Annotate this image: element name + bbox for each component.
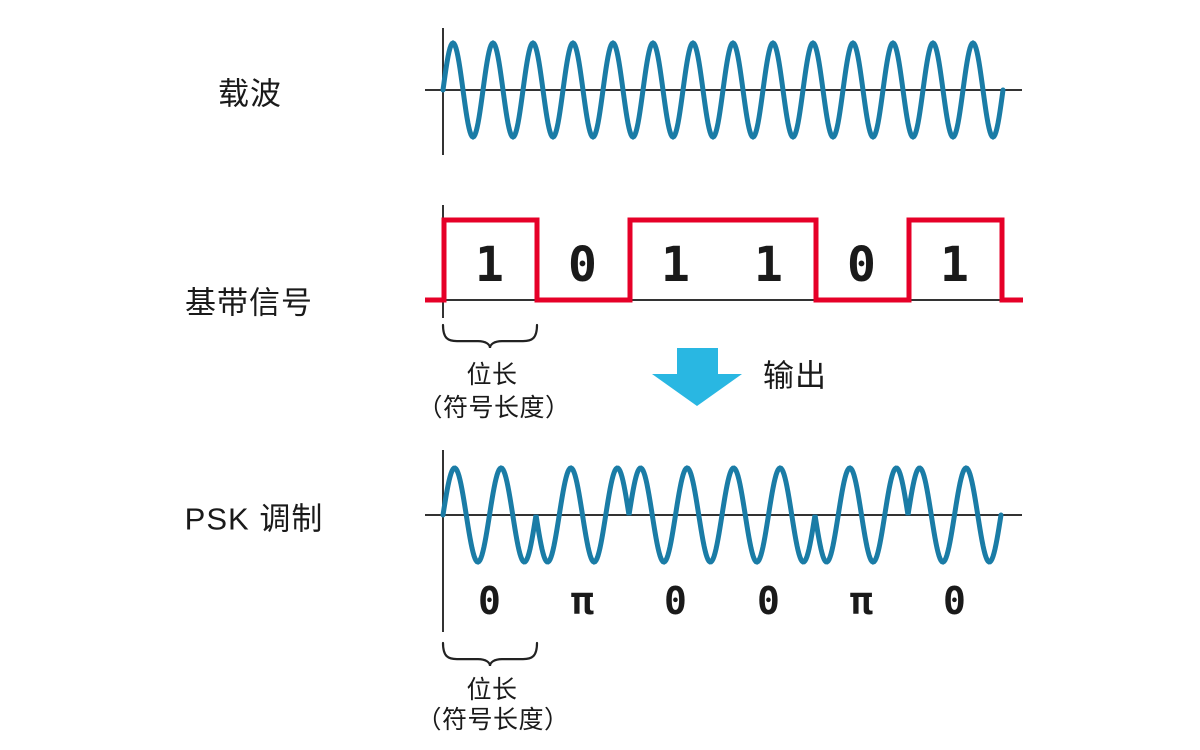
phase-value: 0 (943, 579, 966, 623)
symbol-length-label-baseband: （符号长度） (417, 394, 571, 422)
bit-value: 1 (475, 237, 504, 293)
phase-value: 0 (757, 579, 780, 623)
phase-value: π (850, 579, 873, 623)
phase-value: 0 (478, 579, 501, 623)
bit-length-label-baseband: 位长 (466, 361, 518, 389)
carrier-sine-wave (440, 40, 1006, 140)
bit-value: 1 (940, 237, 969, 293)
bit-length-brace-psk (441, 641, 539, 667)
bit-value: 1 (754, 237, 783, 293)
bit-value: 1 (661, 237, 690, 293)
phase-value: π (571, 579, 594, 623)
phase-value: 0 (664, 579, 687, 623)
psk-modulated-wave (440, 465, 1004, 565)
carrier-row-label: 载波 (218, 76, 282, 112)
bit-value: 0 (847, 237, 876, 293)
baseband-square-wave (425, 217, 1023, 303)
baseband-row-label: 基带信号 (185, 285, 313, 321)
psk-row-label: PSK 调制 (184, 501, 324, 537)
bit-length-brace-baseband (441, 323, 539, 349)
bit-length-label-psk: 位长 (466, 676, 518, 704)
output-arrow-icon (652, 348, 742, 406)
output-label: 输出 (763, 358, 827, 394)
bit-value: 0 (568, 237, 597, 293)
symbol-length-label-psk: （符号长度） (416, 706, 570, 734)
